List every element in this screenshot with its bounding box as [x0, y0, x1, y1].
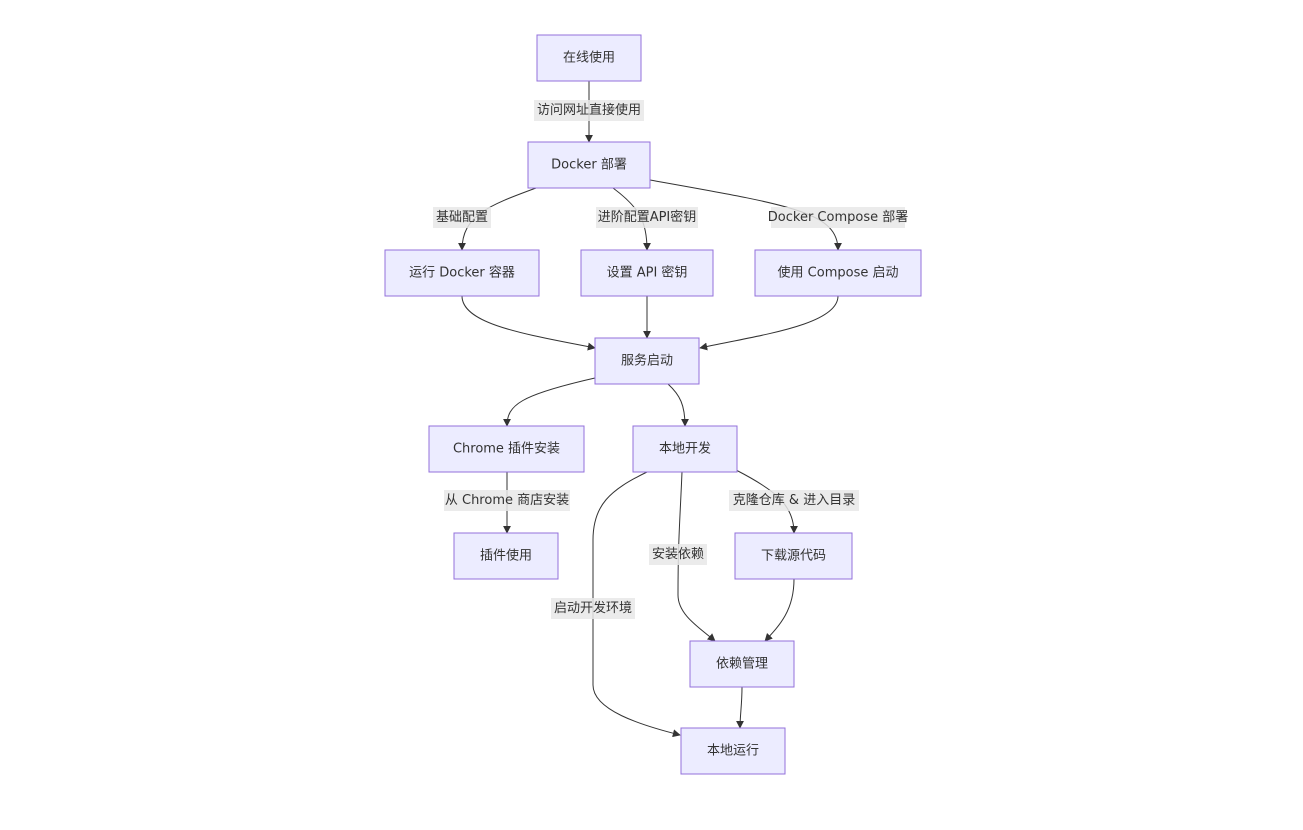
edge-label-from-store: 从 Chrome 商店安装 — [444, 490, 570, 511]
edge-label-start-dev-env: 启动开发环境 — [551, 598, 635, 619]
edge-label-advanced-api: 进阶配置API密钥 — [596, 207, 698, 228]
node-label: 插件使用 — [480, 548, 532, 564]
edge-label-text: 启动开发环境 — [554, 600, 632, 616]
node-label: 下载源代码 — [761, 549, 826, 564]
edge-label-text: 进阶配置API密钥 — [598, 209, 697, 225]
edge-label-text: 克隆仓库 & 进入目录 — [733, 492, 855, 508]
edge-service-to-local-dev — [667, 383, 689, 427]
node-label: 运行 Docker 容器 — [409, 265, 515, 281]
node-label: Docker 部署 — [551, 158, 627, 173]
edge-label-text: Docker Compose 部署 — [768, 210, 908, 225]
edge-label-basic-config: 基础配置 — [433, 207, 491, 228]
node-label: 在线使用 — [563, 50, 615, 66]
node-label: 设置 API 密钥 — [607, 265, 688, 281]
node-docker[interactable]: Docker 部署 — [527, 141, 651, 189]
node-local-dev[interactable]: 本地开发 — [632, 425, 738, 473]
edge-label-text: 安装依赖 — [652, 547, 704, 562]
node-dep-manage[interactable]: 依赖管理 — [689, 640, 795, 688]
node-label: 本地开发 — [659, 441, 711, 457]
edge-label-install-deps: 安装依赖 — [649, 544, 707, 565]
edge-label-visit-url: 访问网址直接使用 — [534, 100, 644, 121]
edge-label-clone-repo: 克隆仓库 & 进入目录 — [729, 490, 859, 511]
node-run-docker[interactable]: 运行 Docker 容器 — [384, 249, 540, 297]
node-label: Chrome 插件安装 — [453, 442, 560, 457]
node-label: 使用 Compose 启动 — [778, 265, 899, 281]
edge-local-dev-to-dep-manage — [677, 471, 716, 642]
node-compose-start[interactable]: 使用 Compose 启动 — [754, 249, 922, 297]
node-online[interactable]: 在线使用 — [536, 34, 642, 82]
edge-dep-manage-to-local-run — [736, 686, 745, 729]
edge-compose-to-service — [699, 295, 839, 351]
edge-label-text: 从 Chrome 商店安装 — [445, 493, 569, 508]
edges — [458, 81, 842, 738]
edge-label-compose-deploy: Docker Compose 部署 — [768, 207, 908, 228]
node-label: 本地运行 — [707, 744, 759, 759]
node-label: 服务启动 — [621, 353, 673, 369]
nodes: 在线使用 Docker 部署 运行 Docker 容器 设置 API 密钥 使用… — [384, 34, 922, 775]
edge-label-text: 基础配置 — [436, 210, 488, 225]
node-chrome-install[interactable]: Chrome 插件安装 — [428, 425, 585, 473]
edge-label-text: 访问网址直接使用 — [537, 102, 641, 118]
node-download-src[interactable]: 下载源代码 — [734, 532, 853, 580]
node-label: 依赖管理 — [716, 657, 768, 672]
edge-local-dev-to-local-run — [592, 471, 681, 738]
edge-service-to-chrome — [503, 377, 596, 427]
node-set-api[interactable]: 设置 API 密钥 — [580, 249, 714, 297]
node-local-run[interactable]: 本地运行 — [680, 727, 786, 775]
edge-labels: 访问网址直接使用 基础配置 进阶配置API密钥 Docker Compose 部… — [433, 100, 908, 619]
node-service-start[interactable]: 服务启动 — [594, 337, 700, 385]
node-plugin-use[interactable]: 插件使用 — [453, 532, 559, 580]
edge-run-docker-to-service — [461, 295, 596, 351]
edge-download-to-dep-manage — [764, 578, 795, 642]
